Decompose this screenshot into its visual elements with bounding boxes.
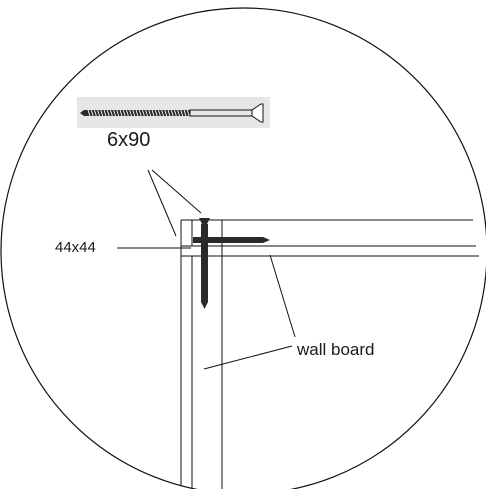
- detail-circle: [0, 7, 486, 489]
- wall-board-leader-board: [269, 254, 296, 338]
- screw-icon: [80, 103, 264, 123]
- horizontal-board: [181, 219, 479, 257]
- screw-pointer-right: [151, 169, 202, 214]
- wall-board-leader-post: [203, 345, 293, 370]
- post-label: 44x44: [55, 239, 96, 256]
- joint-screw-horizontal: [193, 237, 270, 243]
- screw-label: 6x90: [107, 129, 150, 151]
- wall-board-label: wall board: [296, 340, 375, 359]
- vertical-post: [180, 220, 223, 489]
- screw-pointer-left: [147, 169, 177, 237]
- joint-screw-vertical: [199, 218, 210, 309]
- screw-illustration: [77, 97, 270, 128]
